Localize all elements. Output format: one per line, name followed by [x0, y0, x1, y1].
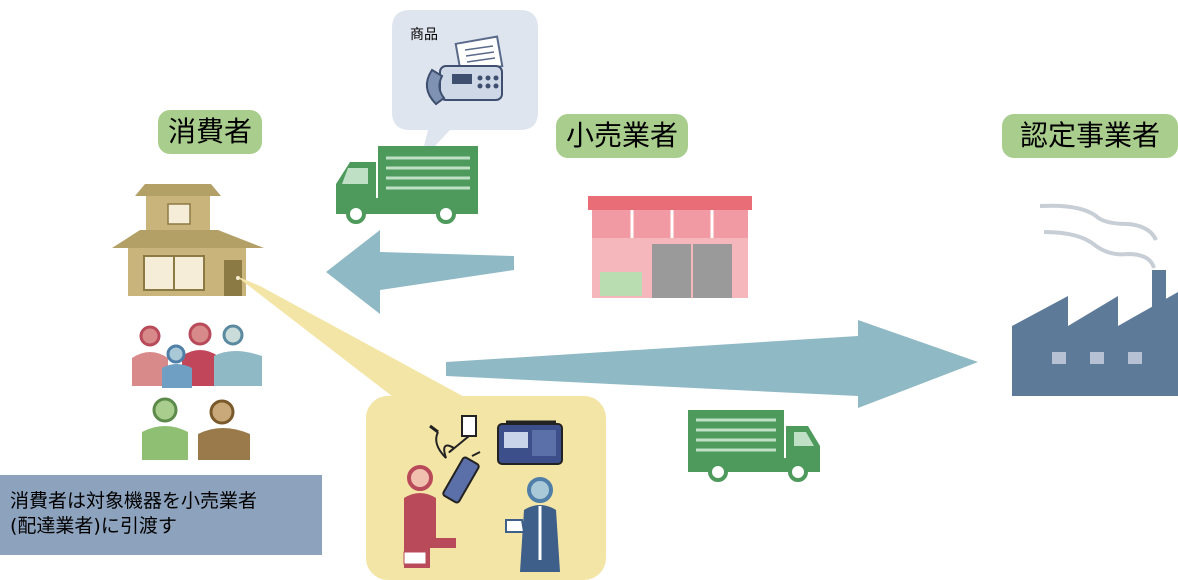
arrow-retailer-to-consumer: [326, 230, 514, 314]
delivery-truck-to-consumer-icon: [336, 146, 478, 224]
consumer-label: 消費者: [158, 110, 262, 154]
handover-scene-panel: [366, 396, 606, 580]
man-receiving-icon: [505, 477, 560, 572]
woman-handing-over-icon: [403, 465, 456, 568]
family-people-icon: [132, 322, 262, 460]
radio-cassette-icon: [497, 420, 563, 465]
handover-callout-pointer: [236, 276, 470, 410]
product-bubble-label: 商品: [410, 27, 438, 43]
handover-note-line-1: 消費者は対象機器を小売業者: [10, 490, 258, 512]
handover-note: 消費者は対象機器を小売業者 (配達業者)に引渡す: [0, 475, 322, 555]
mobile-phone-icon: [442, 451, 481, 504]
certified-operator-label: 認定事業者: [1002, 114, 1178, 158]
handover-note-line-2: (配達業者)に引渡す: [10, 515, 177, 537]
house-icon: [112, 184, 264, 296]
fax-phone-icon: [425, 35, 504, 106]
delivery-truck-to-operator-icon: [688, 410, 820, 482]
arrow-consumer-to-certified-operator: [446, 320, 978, 408]
factory-icon: [1012, 203, 1178, 396]
retailer-label: 小売業者: [556, 114, 688, 158]
retail-store-icon: [588, 196, 752, 298]
electric-plug-icon: [429, 415, 477, 459]
